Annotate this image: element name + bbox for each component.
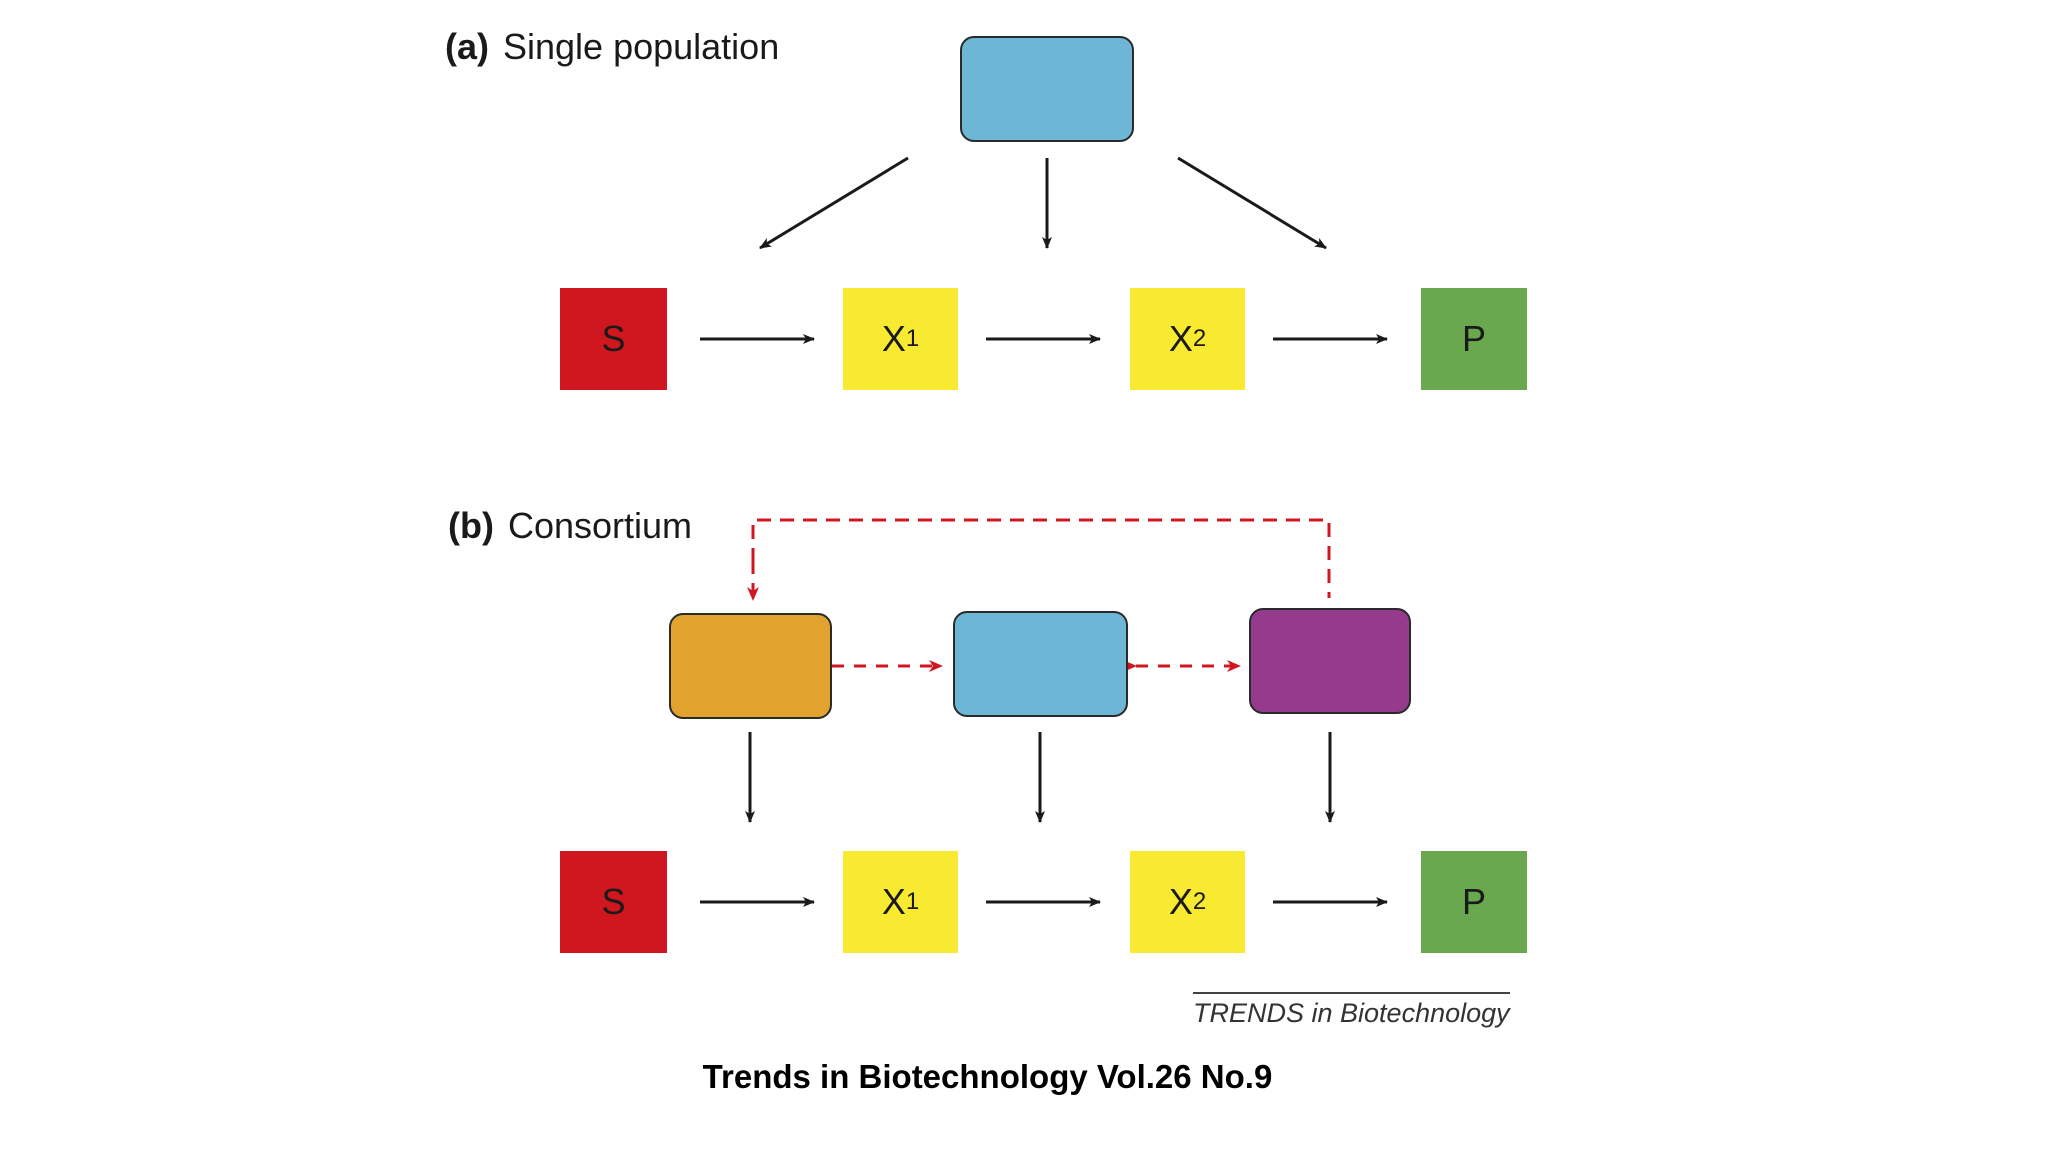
journal-credit: TRENDS in Biotechnology: [1193, 992, 1510, 1029]
node-p-b-label: P: [1461, 881, 1486, 922]
node-p-a: P: [1421, 288, 1527, 390]
node-p-a-label: P: [1461, 318, 1486, 359]
arrow-cell-to-step1-a: [759, 156, 909, 250]
interaction-orange-purple: [751, 518, 1331, 598]
node-x2-a-label: X: [1168, 318, 1193, 359]
panel-a-title: Single population: [503, 26, 780, 67]
cell-single-population: [960, 36, 1134, 142]
panel-a-tag: (a): [445, 26, 489, 67]
node-x1-a-sub: 1: [905, 325, 920, 352]
footer-citation: Trends in Biotechnology Vol.26 No.9: [702, 1058, 1273, 1095]
node-s-a-label: S: [601, 318, 626, 359]
cell-purple: [1249, 608, 1411, 714]
node-x2-a-sub: 2: [1192, 325, 1207, 352]
panel-a-label: (a) Single population: [445, 26, 779, 68]
node-s-b-label: S: [601, 881, 626, 922]
node-x1-b-label: X: [881, 881, 906, 922]
node-x2-b-sub: 2: [1192, 888, 1207, 915]
arrow-cell-to-step3-a: [1177, 156, 1327, 250]
panel-b-label: (b) Consortium: [448, 505, 692, 547]
node-x2-b-label: X: [1168, 881, 1193, 922]
node-s-b: S: [560, 851, 667, 953]
cell-blue: [953, 611, 1128, 717]
node-s-a: S: [560, 288, 667, 390]
node-x1-b-sub: 1: [905, 888, 920, 915]
panel-b-tag: (b): [448, 505, 494, 546]
node-x1-a-label: X: [881, 318, 906, 359]
panel-b-title: Consortium: [507, 505, 693, 546]
cell-orange: [669, 613, 832, 719]
node-p-b: P: [1421, 851, 1527, 953]
